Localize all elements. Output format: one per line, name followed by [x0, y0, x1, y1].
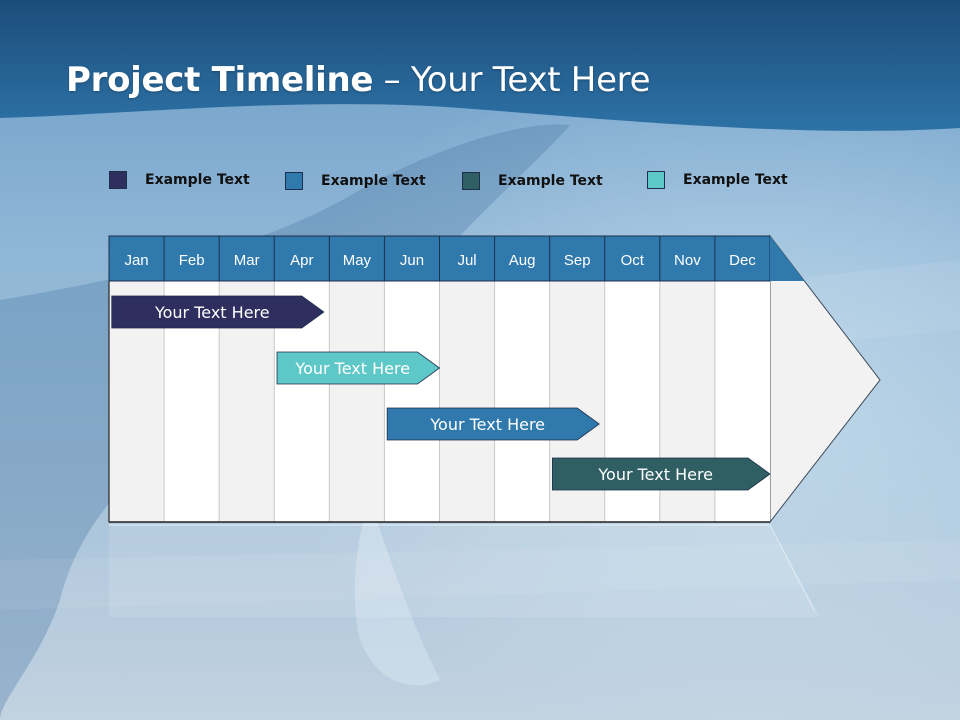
- task-label: Your Text Here: [429, 415, 545, 434]
- slide-title: Project Timeline – Your Text Here: [66, 60, 651, 100]
- month-label: Jul: [457, 252, 476, 269]
- month-label: Aug: [509, 252, 536, 269]
- task-arrow: [552, 457, 771, 491]
- month-label: Mar: [234, 252, 260, 269]
- title-bold: Project Timeline: [66, 60, 374, 100]
- task-label: Your Text Here: [294, 359, 410, 378]
- month-column: [329, 281, 385, 522]
- legend-swatch: [647, 171, 665, 189]
- month-column: [384, 281, 440, 522]
- legend-item-4: Example Text: [647, 170, 788, 190]
- legend-label: Example Text: [145, 172, 250, 188]
- task-arrow: [276, 351, 441, 385]
- task-arrow: [386, 407, 600, 441]
- legend-item-1: Example Text: [109, 170, 250, 190]
- month-label: Jan: [124, 252, 148, 269]
- header-arrow-tip: [770, 236, 805, 281]
- month-label: Feb: [179, 252, 205, 269]
- month-label: Sep: [564, 252, 591, 269]
- task-arrow: [111, 295, 325, 329]
- month-label: Apr: [290, 252, 313, 269]
- month-label: Oct: [621, 252, 645, 269]
- month-label: May: [343, 252, 372, 269]
- legend-label: Example Text: [321, 173, 426, 189]
- legend-swatch: [285, 172, 303, 190]
- chart-reflection: [109, 524, 820, 617]
- month-label: Jun: [400, 252, 424, 269]
- legend-swatch: [462, 172, 480, 190]
- legend-item-3: Example Text: [462, 171, 603, 191]
- reflection-edge: [769, 524, 816, 613]
- month-label: Dec: [729, 252, 756, 269]
- legend-label: Example Text: [498, 173, 603, 189]
- task-label: Your Text Here: [154, 303, 270, 322]
- month-label: Nov: [674, 252, 701, 269]
- legend-swatch: [109, 171, 127, 189]
- month-column: [439, 281, 495, 522]
- title-rest: – Your Text Here: [373, 60, 651, 100]
- legend-item-2: Example Text: [285, 171, 426, 191]
- legend-label: Example Text: [683, 172, 788, 188]
- month-column: [494, 281, 550, 522]
- task-label: Your Text Here: [597, 465, 713, 484]
